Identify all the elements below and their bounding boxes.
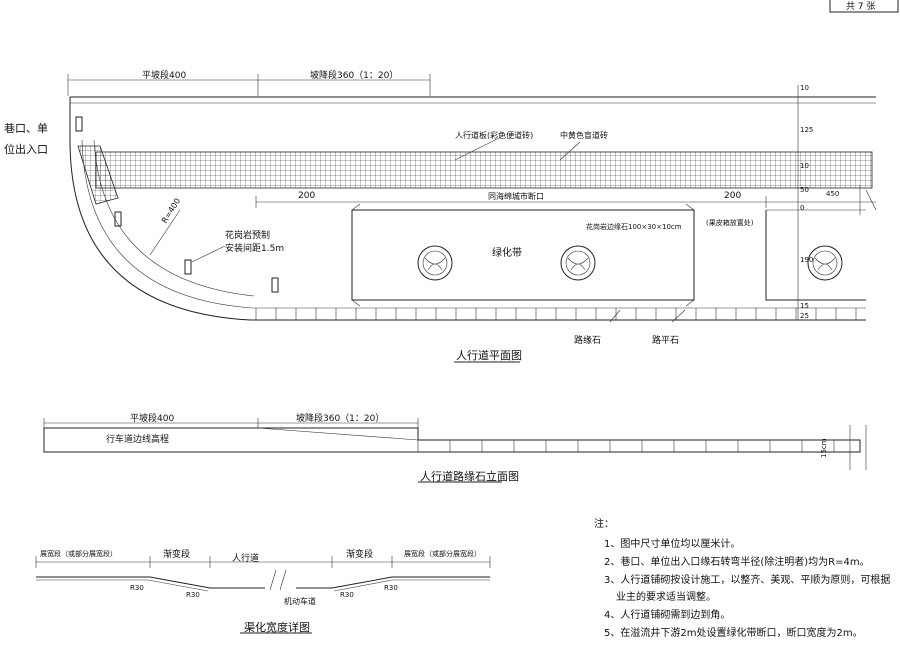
detail-left-seg-2: 渐变段 — [163, 550, 191, 560]
tactile-paving-strip — [95, 151, 873, 189]
detail-left-seg-1: 展宽段（或部分展宽段） — [40, 550, 117, 558]
detail-r30: R30 — [340, 591, 354, 599]
label-sidewalk-slab: 人行道板(彩色便道砖) — [455, 131, 534, 140]
detail-center-label: 人行道 — [232, 554, 260, 564]
note-item: 5、在溢流井下游2m处设置绿化带断口，断口宽度为2m。 — [604, 628, 863, 639]
right-dim: 50 — [800, 186, 809, 194]
entrance-label-1: 巷口、单 — [4, 122, 48, 135]
tree-symbol — [417, 245, 453, 281]
curb-blocks — [255, 308, 857, 320]
curb-curve-inner — [81, 139, 866, 309]
elev-15cm-label: 15cm — [820, 438, 828, 458]
detail-right-seg-2: 展宽段（或部分展宽段） — [404, 550, 481, 558]
label-tactile: 中黄色盲道砖 — [560, 131, 608, 140]
bollard-icon — [114, 211, 122, 227]
detail-right-seg-1: 渐变段 — [346, 550, 374, 560]
elevation-view — [43, 418, 867, 483]
radius-leader — [149, 209, 181, 256]
right-dim: 10 — [800, 162, 809, 170]
detail-r30: R30 — [186, 591, 200, 599]
dim-200-left: 200 — [298, 191, 316, 201]
label-curbstone: 路缘石 — [574, 336, 602, 346]
bollard-icon — [75, 116, 83, 132]
sheet-count-label: 共 7 张 — [846, 2, 876, 12]
curb-elevation-blocks — [417, 440, 835, 452]
label-greenbelt: 绿化带 — [492, 248, 522, 259]
label-flatstone: 路平石 — [652, 336, 680, 346]
elev-dim-slope: 坡降段360（1：20） — [296, 414, 385, 424]
greenbelt-box-right — [765, 210, 866, 301]
channelization-detail — [35, 556, 491, 634]
right-dim: 125 — [800, 126, 814, 134]
tree-symbol — [807, 245, 843, 281]
label-fruit-shell: (果皮箱放置处) — [706, 219, 754, 227]
note-item: 1、图中尺寸单位均以厘米计。 — [604, 539, 741, 550]
label-bollard-1: 花岗岩预制 — [225, 231, 271, 241]
note-item: 业主的要求适当调整。 — [616, 592, 716, 603]
right-dim: 0 — [800, 204, 805, 212]
notes-heading: 注： — [594, 519, 614, 530]
detail-curb-left — [36, 576, 265, 589]
detail-curb-right — [296, 576, 490, 589]
dim-slope-section: 坡降段360（1：20） — [310, 71, 399, 81]
elev-edge-label: 行车道边线高程 — [106, 435, 170, 445]
plan-view — [67, 74, 877, 363]
detail-r30: R30 — [130, 584, 144, 592]
note-item: 3、人行道铺砌按设计施工，以整齐、美观、平顺为原则，可根据 — [604, 575, 891, 586]
dim-flat-section: 平坡段400 — [142, 71, 187, 81]
right-dim: 15 — [800, 302, 809, 310]
note-item: 4、人行道铺砌需到边到角。 — [604, 610, 731, 621]
curb-curve-outer — [69, 139, 866, 321]
note-item: 2、巷口、单位出入口缘石转弯半径(除注明者)均为R=4m。 — [604, 557, 870, 568]
right-dim: 190 — [800, 256, 814, 264]
detail-title: 渠化宽度详图 — [244, 621, 310, 634]
bollard-icon — [271, 277, 279, 293]
right-dim: 450 — [826, 190, 840, 198]
sheet-count-box — [829, 0, 899, 13]
tree-symbol — [560, 245, 596, 281]
label-bollard-2: 安装间距1.5m — [225, 244, 285, 254]
entrance-label-2: 位出入口 — [4, 143, 48, 156]
curb-elevation-outline — [43, 427, 861, 453]
plan-title: 人行道平面图 — [456, 349, 522, 362]
detail-r30: R30 — [384, 584, 398, 592]
label-curb-spec: 花岗岩边缘石100×30×10cm — [586, 223, 682, 231]
dim-200-right: 200 — [724, 191, 742, 201]
right-dim: 10 — [800, 84, 809, 92]
right-dim: 25 — [800, 312, 809, 320]
elevation-title: 人行道路缘石立面图 — [420, 470, 519, 483]
corner-tactile-patch — [77, 145, 119, 205]
bollard-icon — [184, 259, 192, 275]
label-median-gap: 同海绵城市断口 — [488, 192, 544, 201]
elev-dim-flat: 平坡段400 — [130, 414, 175, 424]
detail-lane-label: 机动车道 — [284, 597, 316, 606]
